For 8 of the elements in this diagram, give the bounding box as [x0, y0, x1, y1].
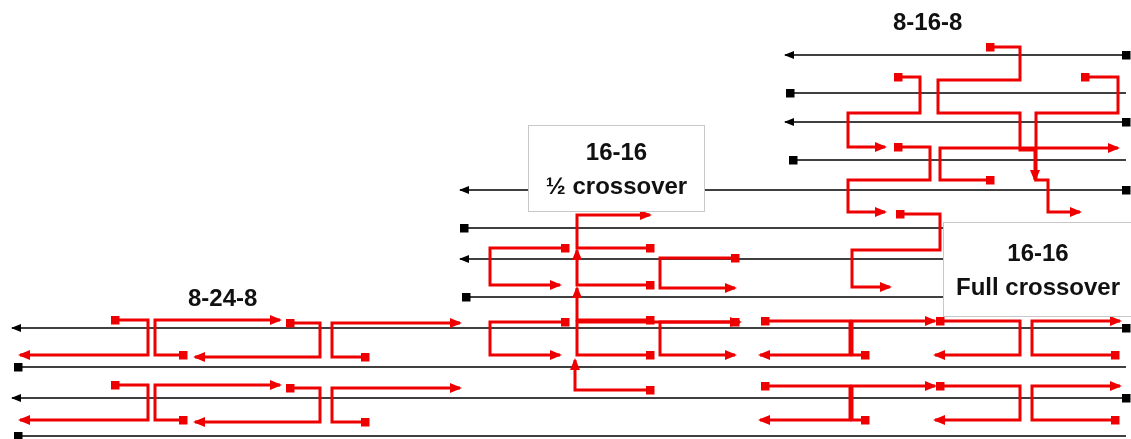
- heading-text: 16-16: [585, 136, 648, 167]
- design-label: 8-24-8: [188, 284, 258, 312]
- label-box: [943, 222, 1131, 317]
- crossover-text: Full crossover: [955, 271, 1121, 302]
- label-box: [528, 125, 705, 212]
- crossover-text: ½ crossover: [545, 170, 688, 201]
- heading-text: 16-16: [1007, 237, 1069, 268]
- design-label: 8-16-8: [893, 8, 963, 36]
